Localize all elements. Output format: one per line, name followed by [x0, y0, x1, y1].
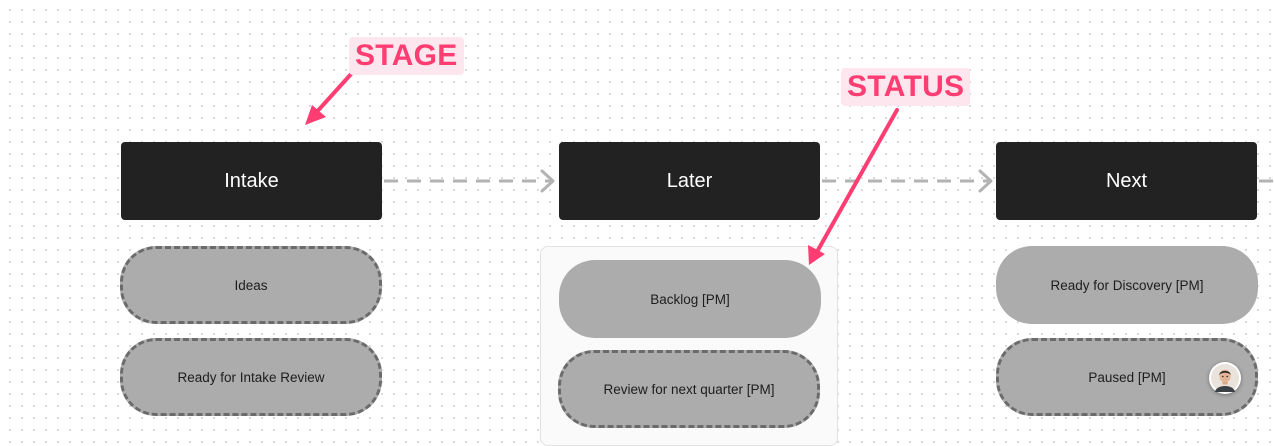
- status-review-next-quarter-label: Review for next quarter [PM]: [603, 381, 775, 397]
- status-review-next-quarter[interactable]: Review for next quarter [PM]: [558, 350, 820, 428]
- status-backlog-label: Backlog [PM]: [650, 291, 730, 307]
- stage-annotation-label: STAGE: [349, 37, 464, 75]
- status-ideas-label: Ideas: [234, 277, 268, 293]
- avatar-portrait: [1211, 364, 1239, 392]
- status-ready-for-discovery[interactable]: Ready for Discovery [PM]: [996, 246, 1258, 324]
- status-annotation-arrow-icon: [808, 108, 899, 265]
- connector-arrowhead-icon: [978, 169, 993, 193]
- status-ready-for-intake-review-label: Ready for Intake Review: [177, 369, 325, 385]
- status-ideas[interactable]: Ideas: [120, 246, 382, 324]
- stage-intake-label: Intake: [224, 169, 279, 192]
- stage-next-label: Next: [1105, 169, 1148, 192]
- stage-next[interactable]: Next: [996, 142, 1257, 220]
- connector-intake-later: [384, 169, 555, 193]
- status-paused-label: Paused [PM]: [1088, 369, 1166, 385]
- connector-later-next: [822, 169, 993, 193]
- stage-intake[interactable]: Intake: [121, 142, 382, 220]
- stage-annotation-arrow-icon: [305, 71, 354, 125]
- stage-later[interactable]: Later: [559, 142, 820, 220]
- status-backlog[interactable]: Backlog [PM]: [559, 260, 821, 338]
- status-ready-for-discovery-label: Ready for Discovery [PM]: [1050, 277, 1204, 293]
- status-annotation-label: STATUS: [841, 68, 971, 106]
- connector-arrowhead-icon: [540, 169, 555, 193]
- user-avatar-icon[interactable]: [1209, 362, 1241, 394]
- stage-later-label: Later: [666, 169, 713, 192]
- status-ready-for-intake-review[interactable]: Ready for Intake Review: [120, 338, 382, 416]
